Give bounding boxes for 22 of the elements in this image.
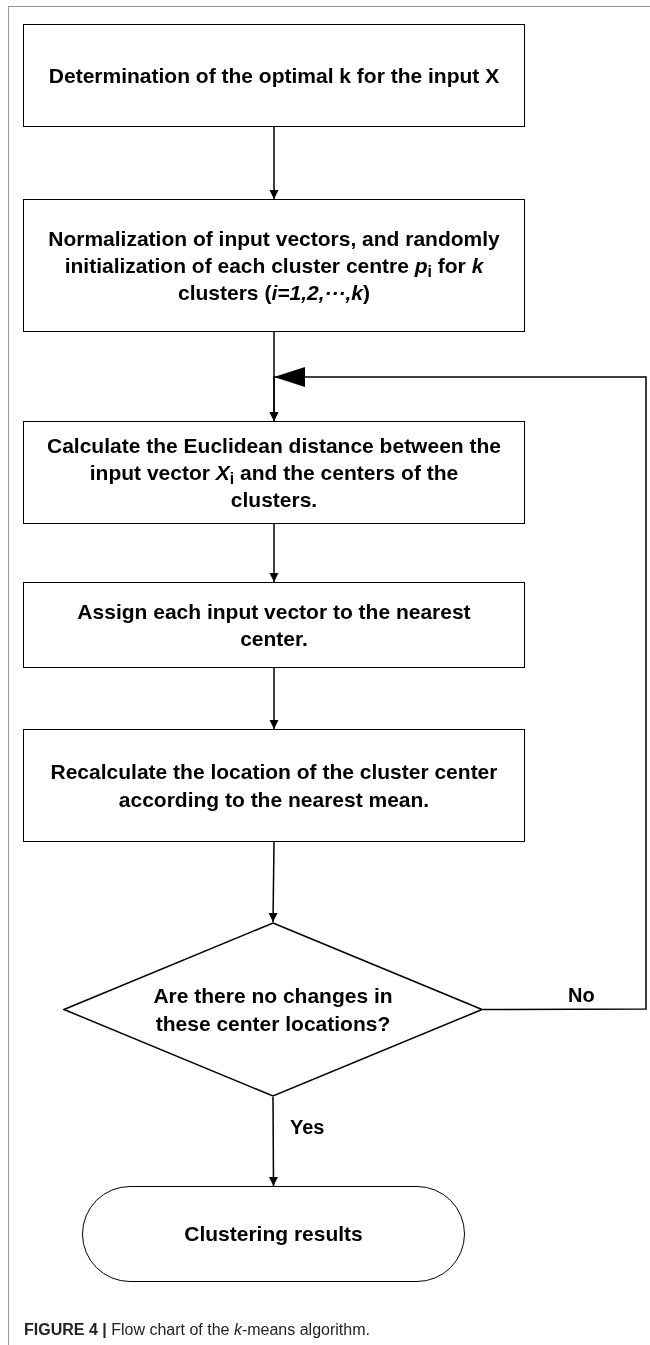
process-box xyxy=(23,729,525,842)
node-text: Are there no changes in these center locations? xyxy=(152,983,394,1037)
decision-diamond xyxy=(63,922,483,1097)
arrow xyxy=(268,1096,278,1187)
caption: FIGURE 4 | Flow chart of the k-means algorithm. xyxy=(24,1320,370,1340)
edge-label: No xyxy=(566,985,597,1005)
arrow xyxy=(269,367,647,1011)
node-text: Determination of the optimal k for the input X xyxy=(48,62,500,89)
process-box xyxy=(23,421,525,524)
node-text: Assign each input vector to the nearest center. xyxy=(76,598,472,652)
arrow xyxy=(268,841,278,923)
node-text: Recalculate the location of the cluster center according to the nearest mean. xyxy=(49,759,499,813)
edge-label: Yes xyxy=(288,1117,327,1137)
arrow xyxy=(269,667,279,730)
process-box xyxy=(23,582,525,668)
node-text: Calculate the Euclidean distance between the input vector X$_{i}$ and the centers of the clusters. xyxy=(46,432,502,514)
arrow xyxy=(269,523,279,583)
process-box xyxy=(23,199,525,332)
process-box xyxy=(23,24,525,127)
node-text: Clustering results xyxy=(184,1221,363,1248)
node-text: Normalization of input vectors, and randomly initialization of each cluster centre p$_{i}$ for k clusters (i=1,2,···,k) xyxy=(47,225,501,307)
arrow xyxy=(269,126,279,200)
